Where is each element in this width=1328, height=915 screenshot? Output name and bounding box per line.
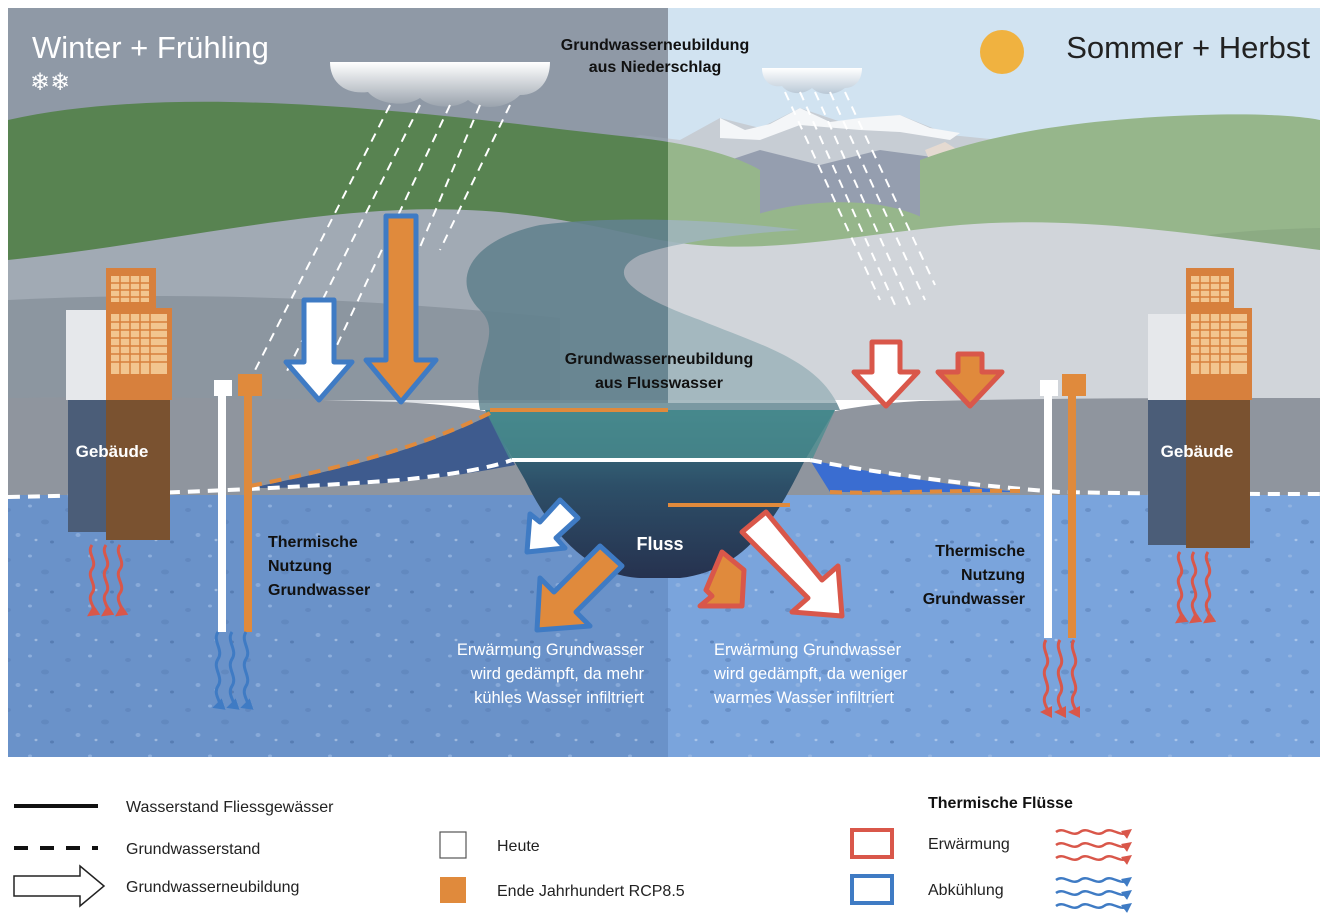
legend-recharge-arrow [13, 864, 106, 908]
warming-left-2: wird gedämpft, da mehr [470, 665, 645, 683]
warming-right-2: wird gedämpft, da weniger [713, 665, 908, 683]
river-infiltration-today-left [524, 497, 581, 555]
legend-water-level: Wasserstand Fliessgewässer [126, 799, 334, 816]
legend: Wasserstand Fliessgewässer Grundwasserst… [13, 795, 1133, 913]
river-meander [466, 219, 840, 410]
river-label: Fluss [636, 534, 683, 554]
legend-cooling: Abkühlung [928, 882, 1004, 899]
building-left [66, 268, 172, 540]
recharge-precip-label-2: aus Niederschlag [589, 59, 722, 76]
thermal-right-1: Thermische [935, 543, 1025, 560]
legend-cooling-swatch [850, 874, 894, 905]
legend-cooling-icon [1055, 877, 1133, 913]
building-right-label: Gebäude [1161, 442, 1234, 461]
thermal-right-2: Nutzung [961, 567, 1025, 584]
rain-right [784, 91, 936, 306]
heat-flux-right-wells [1040, 639, 1081, 718]
cloud-left [330, 62, 550, 107]
building-left-label: Gebäude [76, 442, 149, 461]
legend-warming-icon [1055, 829, 1133, 865]
recharge-arrow-today-right [851, 339, 921, 409]
legend-groundwater-level: Grundwasserstand [126, 841, 260, 858]
recharge-river-label-1: Grundwasserneubildung [565, 351, 753, 368]
cool-flux-left-wells [212, 631, 254, 710]
legend-end-century-swatch [440, 877, 466, 903]
cloud-right [762, 68, 862, 94]
river-infiltration-future-left [534, 543, 625, 633]
warming-right-3: warmes Wasser infiltriert [713, 689, 894, 707]
thermal-right-3: Grundwasser [923, 591, 1025, 608]
heat-flux-left-building [87, 544, 129, 617]
wells-left [214, 374, 262, 632]
warming-left-3: kühles Wasser infiltriert [474, 689, 644, 707]
heat-flux-right-building [1175, 551, 1217, 624]
river-infiltration-today-right [739, 509, 845, 619]
recharge-river-label-2: aus Flusswasser [595, 375, 723, 392]
legend-thermal-title: Thermische Flüsse [928, 795, 1073, 812]
snowflake-icon: ❄❄ [30, 69, 70, 96]
building-right [1148, 268, 1252, 548]
warming-left-1: Erwärmung Grundwasser [457, 641, 645, 659]
thermal-left-3: Grundwasser [268, 582, 370, 599]
legend-warming: Erwärmung [928, 836, 1010, 853]
legend-warming-swatch [850, 828, 894, 859]
recharge-precip-label-1: Grundwasserneubildung [561, 37, 749, 54]
thermal-left-1: Thermische [268, 534, 358, 551]
legend-today: Heute [497, 838, 540, 855]
warming-right-1: Erwärmung Grundwasser [714, 641, 902, 659]
season-right-title: Sommer + Herbst [1066, 30, 1310, 65]
wells-right [1040, 374, 1086, 638]
recharge-arrow-today-left [283, 297, 355, 403]
thermal-left-2: Nutzung [268, 558, 332, 575]
recharge-arrow-future-left [363, 213, 439, 405]
season-left-title: Winter + Frühling [32, 30, 269, 65]
groundwater-level-future [249, 411, 1021, 495]
rain-left [249, 104, 511, 381]
river-infiltration-future-right [697, 549, 747, 609]
river-surface [485, 410, 835, 460]
recharge-arrow-future-right [935, 351, 1005, 409]
sun-icon [980, 30, 1024, 74]
legend-recharge: Grundwasserneubildung [126, 879, 299, 896]
legend-today-swatch [439, 831, 467, 859]
legend-end-century: Ende Jahrhundert RCP8.5 [497, 883, 685, 900]
